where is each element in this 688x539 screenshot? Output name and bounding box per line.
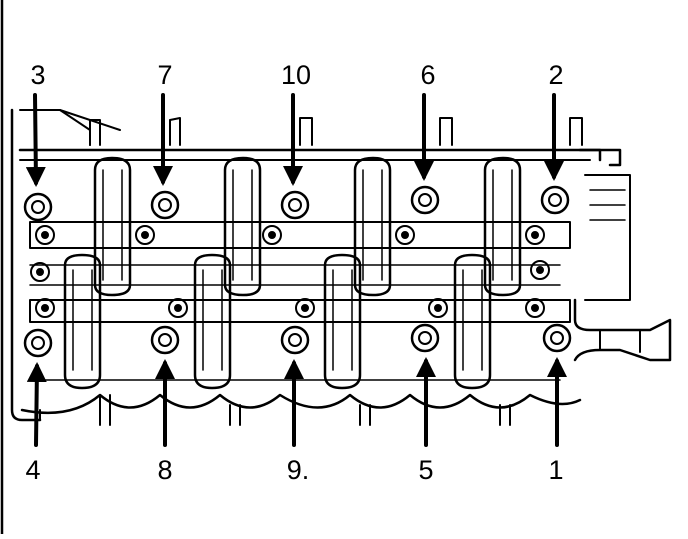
lower-rocker-arms — [63, 253, 492, 390]
arrow-bolt-3 — [25, 93, 46, 187]
arrows-bottom — [26, 357, 567, 447]
label-bolt-3: 3 — [30, 60, 46, 90]
label-bolt-5: 5 — [418, 455, 434, 485]
head-casting-outline — [0, 0, 672, 536]
shaft-bolts — [30, 225, 550, 318]
label-bolt-6: 6 — [420, 60, 436, 90]
arrows-top — [25, 93, 564, 187]
label-bolt-2: 2 — [548, 60, 564, 90]
label-bolt-1: 1 — [548, 455, 564, 485]
label-bolt-8: 8 — [157, 455, 173, 485]
label-bolt-10: 10 — [280, 60, 312, 90]
head-bolts-top — [23, 185, 570, 222]
head-bolts-bottom — [23, 323, 572, 358]
arrow-bolt-4 — [26, 362, 47, 447]
label-bolt-7: 7 — [157, 60, 173, 90]
upper-rocker-arms — [93, 156, 522, 297]
label-bolt-9: 9. — [286, 455, 310, 485]
label-bolt-4: 4 — [25, 455, 41, 485]
